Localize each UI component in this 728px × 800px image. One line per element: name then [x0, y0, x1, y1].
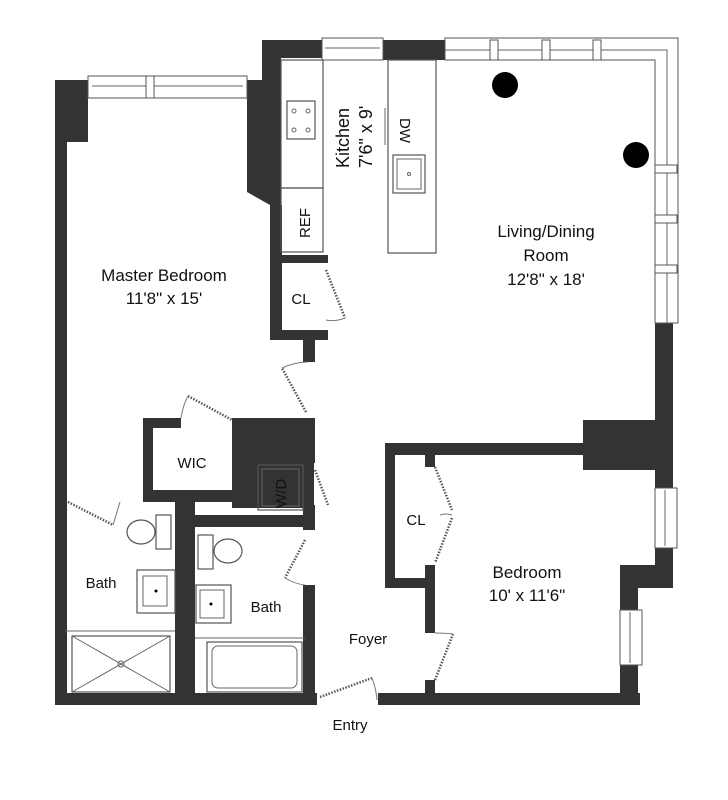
closet-label: CL	[291, 291, 310, 308]
kitchen-label: Kitchen	[333, 108, 353, 168]
doors	[67, 269, 455, 701]
master-bedroom-size: 11'8" x 15'	[126, 289, 202, 308]
stove-icon	[286, 100, 316, 140]
kitchen-size: 7'6" x 9'	[356, 106, 376, 168]
master-bedroom-label: Master Bedroom	[101, 266, 227, 285]
column-icon	[623, 142, 649, 168]
bathtub-icon	[206, 641, 303, 693]
dishwasher-label: DW	[396, 118, 413, 144]
refrigerator-label: REF	[297, 208, 314, 238]
bath-2-fixtures	[195, 534, 305, 693]
column-icon	[492, 72, 518, 98]
sink-icon	[136, 569, 176, 614]
shower-icon	[71, 635, 171, 693]
refrigerator-icon	[280, 187, 324, 253]
entry-label: Entry	[332, 717, 368, 734]
bedroom-size: 10' x 11'6"	[489, 586, 565, 605]
closet-label-2: CL	[406, 512, 425, 529]
sink-icon	[195, 584, 232, 624]
toilet-icon	[126, 519, 156, 545]
kitchen-island	[387, 59, 437, 254]
bath-1-fixtures	[65, 514, 176, 693]
living-label-2: Room	[523, 246, 568, 265]
room-labels: Kitchen 7'6" x 9' DW REF Living/Dining R…	[86, 106, 595, 734]
kitchen-fixtures	[280, 59, 437, 254]
wic-label: WIC	[177, 455, 206, 472]
living-size: 12'8" x 18'	[507, 270, 585, 289]
bedroom-label: Bedroom	[493, 563, 562, 582]
walls	[55, 40, 673, 705]
washer-dryer-icon	[257, 464, 304, 511]
bath-2-label: Bath	[251, 599, 282, 616]
toilet-icon	[213, 538, 243, 564]
bath-1-label: Bath	[86, 575, 117, 592]
sink-icon	[392, 154, 426, 194]
washer-dryer-label: W/D	[273, 479, 290, 508]
foyer-label: Foyer	[349, 631, 387, 648]
living-label: Living/Dining	[497, 222, 594, 241]
windows	[87, 37, 679, 666]
